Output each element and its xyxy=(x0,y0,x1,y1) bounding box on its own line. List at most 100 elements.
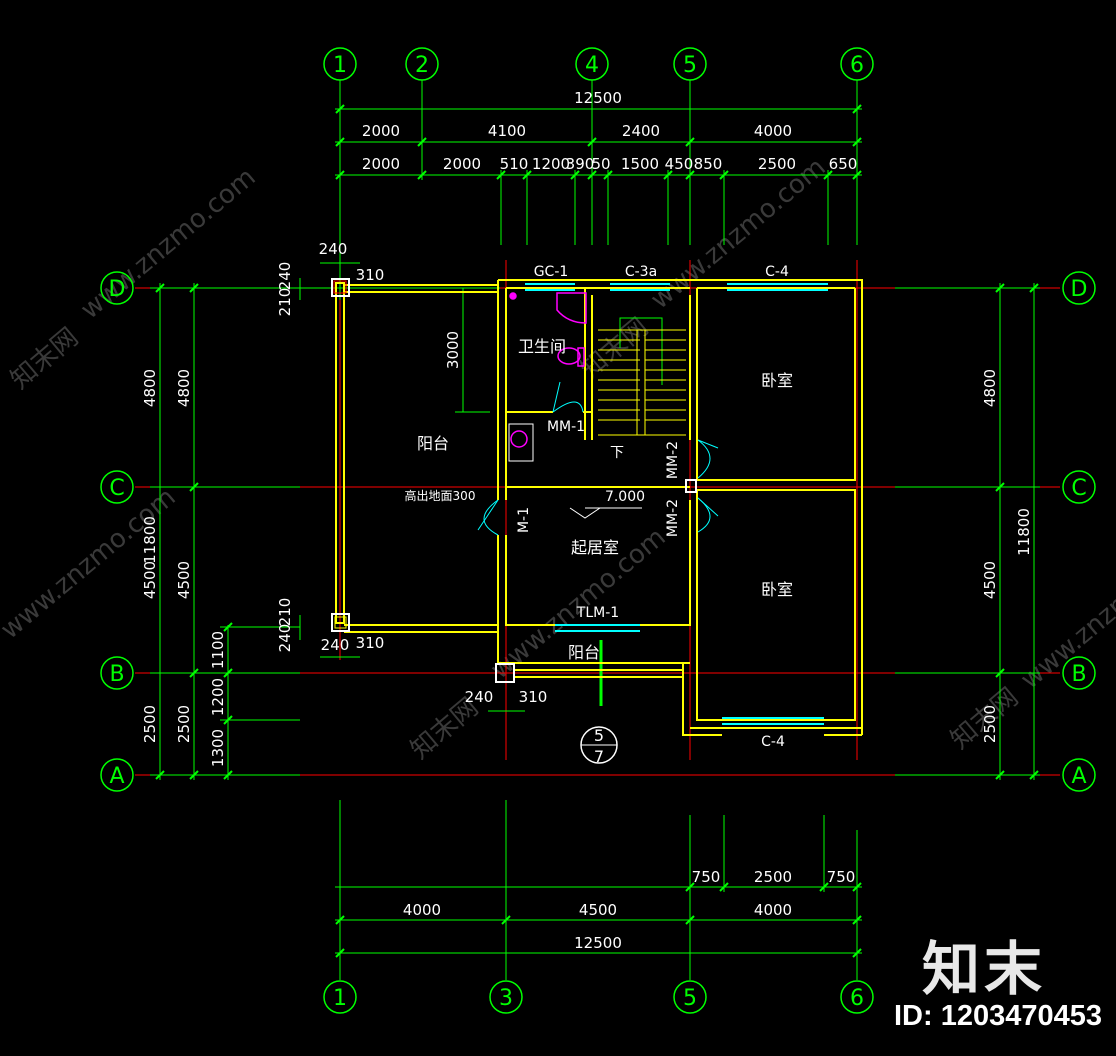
dim-text: 1200 xyxy=(532,155,570,173)
dim-text: 2500 xyxy=(141,705,159,743)
dim-text: 210 xyxy=(276,288,294,317)
door-label: TLM-1 xyxy=(576,605,619,621)
dim-text: 4800 xyxy=(175,369,193,407)
section-sheet: 7 xyxy=(594,747,604,766)
axis-label-top: 2 xyxy=(415,53,429,78)
bath-fixtures xyxy=(509,292,587,448)
axis-label-top: 5 xyxy=(683,53,697,78)
dim-text: 50 xyxy=(591,155,610,173)
door-label: MM-2 xyxy=(665,499,681,537)
dim-text: 310 xyxy=(519,688,548,706)
dim-text: 2000 xyxy=(362,155,400,173)
toilet-icon xyxy=(557,347,581,365)
axis-label-right: A xyxy=(1071,764,1086,789)
walls xyxy=(335,279,863,736)
windows xyxy=(525,283,828,725)
dim-text: 4800 xyxy=(141,369,159,407)
dim-text: 4500 xyxy=(981,561,999,599)
axis-label-top: 1 xyxy=(333,53,347,78)
dim-text: 1500 xyxy=(621,155,659,173)
dim-text: 240 xyxy=(319,240,348,258)
window-label: C-4 xyxy=(761,734,785,750)
axis-label-left: A xyxy=(109,764,124,789)
dim-text: 240 xyxy=(276,262,294,291)
axis-label-right: B xyxy=(1071,662,1086,687)
dim-text: 750 xyxy=(827,868,856,886)
dim-text: 3000 xyxy=(444,331,462,369)
dim-text: 1100 xyxy=(209,631,227,669)
door-label: MM-2 xyxy=(665,441,681,479)
door-label: M-1 xyxy=(516,507,532,533)
window-label: C-4 xyxy=(765,264,789,280)
room-balcony: 阳台 xyxy=(568,643,600,662)
dim-text: 4000 xyxy=(754,122,792,140)
section-number: 5 xyxy=(594,726,604,745)
elevation-label: 7.000 xyxy=(605,489,645,505)
watermark-text: 知末网 xyxy=(5,322,84,395)
dim-right-total: 11800 xyxy=(1015,508,1033,556)
dim-text: 1300 xyxy=(209,729,227,767)
dim-text: 2500 xyxy=(754,868,792,886)
dim-text: 450 xyxy=(665,155,694,173)
washbasin-counter xyxy=(508,423,534,462)
axis-labels: 1 2 4 5 6 1 3 5 6 D C B A D C B A xyxy=(109,53,1088,1011)
dim-text: 510 xyxy=(500,155,529,173)
dim-text: 4000 xyxy=(754,901,792,919)
columns xyxy=(331,278,697,683)
room-living: 起居室 xyxy=(571,538,619,557)
dim-text: 240 xyxy=(465,688,494,706)
axis-label-bottom: 1 xyxy=(333,986,347,1011)
axis-label-right: D xyxy=(1071,277,1088,302)
axis-label-left: D xyxy=(109,277,126,302)
axis-label-top: 4 xyxy=(585,53,599,78)
axis-label-left: B xyxy=(109,662,124,687)
dim-text: 210 xyxy=(276,598,294,627)
watermark-text: 知末网 xyxy=(575,312,654,385)
shower-icon xyxy=(556,292,587,324)
drain-icon xyxy=(509,292,517,300)
watermark-text: www.znzmo.com xyxy=(75,162,261,325)
dim-left-total: 11800 xyxy=(141,516,159,564)
axis-label-top: 6 xyxy=(850,53,864,78)
dimension-ticks xyxy=(155,104,1039,958)
dim-text: 310 xyxy=(356,266,385,284)
elevation-mark xyxy=(569,507,601,519)
dim-text: 240 xyxy=(276,624,294,653)
dimension-lines xyxy=(150,80,1040,980)
dim-text: 1200 xyxy=(209,678,227,716)
image-id: ID: 1203470453 xyxy=(894,1000,1102,1032)
section-marker: 5 7 xyxy=(580,726,618,766)
stair-direction: 下 xyxy=(610,445,624,461)
dim-text: 310 xyxy=(356,634,385,652)
dim-text: 4500 xyxy=(175,561,193,599)
room-labels: GC-1 C-3a C-4 C-4 卫生间 MM-1 MM-2 MM-2 M-1… xyxy=(405,264,793,750)
dim-text: 850 xyxy=(694,155,723,173)
door-label: MM-1 xyxy=(547,419,585,435)
dim-text: 390 xyxy=(566,155,595,173)
dim-text: 4100 xyxy=(488,122,526,140)
window-label: C-3a xyxy=(625,264,657,280)
axis-label-bottom: 5 xyxy=(683,986,697,1011)
axis-lines xyxy=(135,260,1060,776)
room-bathroom: 卫生间 xyxy=(518,337,566,356)
dim-text: 4800 xyxy=(981,369,999,407)
room-bedroom: 卧室 xyxy=(761,580,793,599)
axis-label-bottom: 6 xyxy=(850,986,864,1011)
dim-text: 4000 xyxy=(403,901,441,919)
note-label: 高出地面300 xyxy=(405,488,476,503)
dim-text: 4500 xyxy=(579,901,617,919)
axis-label-right: C xyxy=(1071,476,1086,501)
staircase xyxy=(598,329,686,436)
dim-text: 2000 xyxy=(443,155,481,173)
doors xyxy=(477,381,719,536)
window-label: GC-1 xyxy=(534,264,569,280)
room-bedroom: 卧室 xyxy=(761,371,793,390)
dim-text: 750 xyxy=(692,868,721,886)
dim-bottom-total: 12500 xyxy=(574,934,622,952)
brand-logo: 知末 xyxy=(921,935,1046,1003)
dimension-texts: 12500 2000 4100 2400 4000 2000 2000 510 … xyxy=(141,89,1033,952)
toilet-tank-icon xyxy=(577,347,585,367)
dim-text: 2400 xyxy=(622,122,660,140)
axis-label-left: C xyxy=(109,476,124,501)
